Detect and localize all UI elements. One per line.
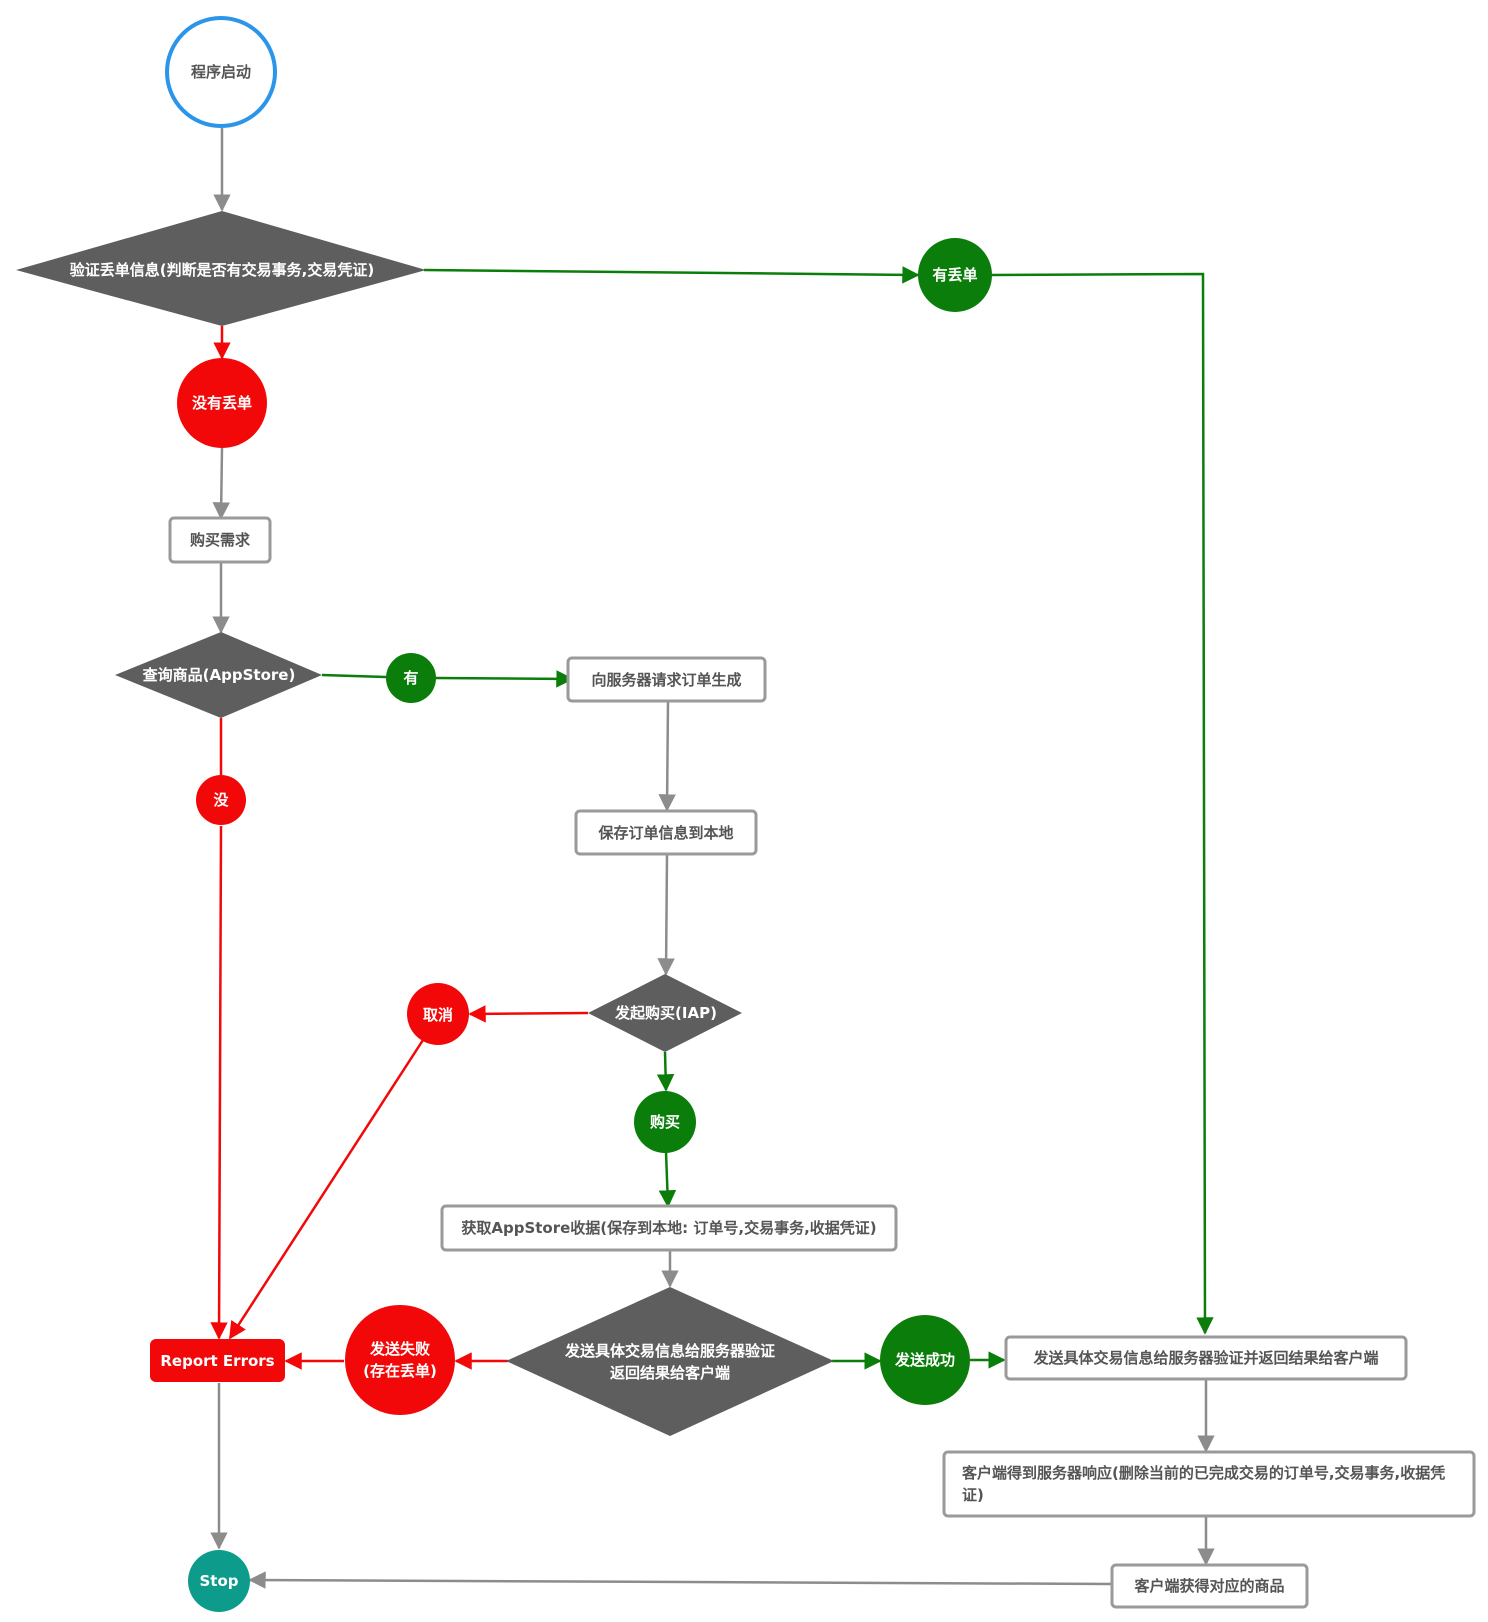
- edge-cancel-to-report: [228, 1039, 425, 1340]
- save-order-label: 保存订单信息到本地: [598, 824, 734, 842]
- report-errors-label: Report Errors: [160, 1352, 275, 1370]
- no-lost-node-label: 没有丢单: [191, 394, 252, 412]
- client-goods-box-shape: [1110, 1563, 1309, 1609]
- send-verify-return-box-shape: [1004, 1335, 1408, 1381]
- edge-request-to-save: [658, 701, 676, 812]
- cancel-node-shape: [407, 983, 469, 1045]
- send-verify-decision-label-line1: 发送具体交易信息给服务器验证: [564, 1342, 775, 1360]
- client-response-label: 客户端得到服务器响应(删除当前的已完成交易的订单号,交易事务,收据凭证): [962, 1464, 1446, 1504]
- initiate-decision-label: 发起购买(IAP): [615, 1004, 717, 1022]
- receipt-label: 获取AppStore收据(保存到本地: 订单号,交易事务,收据凭证): [461, 1219, 877, 1237]
- initiate-decision-shape: [588, 974, 742, 1052]
- has-lost-node-shape: [918, 238, 992, 312]
- no-lost-node-shape: [177, 358, 267, 448]
- edge-nolost-to-need: [212, 447, 230, 520]
- edge-save-to-initiate: [657, 854, 675, 976]
- buy-node-label: 购买: [649, 1113, 680, 1131]
- stop-node-shape: [188, 1550, 250, 1612]
- connectors: [210, 128, 1215, 1589]
- client-goods-label: 客户端获得对应的商品: [1134, 1577, 1285, 1595]
- send-fail-node-label-line1: 发送失败: [369, 1340, 430, 1358]
- client-response-box-shape: [942, 1450, 1476, 1518]
- send-verify-decision-shape: [506, 1287, 834, 1436]
- verify-decision-label: 验证丢单信息(判断是否有交易事务,交易凭证): [69, 261, 375, 279]
- purchase-need-box-shape: [168, 516, 272, 564]
- start-node-shape: [165, 16, 277, 128]
- query-decision-label: 查询商品(AppStore): [142, 666, 296, 684]
- request-order-label: 向服务器请求订单生成: [591, 671, 742, 689]
- send-success-node-label: 发送成功: [894, 1351, 955, 1369]
- edge-verify-to-haslost: [423, 266, 920, 284]
- save-order-box-shape: [574, 809, 758, 856]
- edge-initiate-to-buy: [656, 1051, 675, 1092]
- send-fail-node-shape: [345, 1305, 455, 1415]
- verify-decision-shape: [16, 211, 426, 326]
- send-fail-node-label-line2: (存在丢单): [363, 1362, 437, 1380]
- no-node-shape: [196, 775, 246, 825]
- buy-node-shape: [634, 1091, 696, 1153]
- edge-no-to-report: [210, 825, 228, 1340]
- yes-node-label: 有: [403, 669, 419, 687]
- receipt-box-shape: [440, 1204, 898, 1252]
- no-node-label: 没: [213, 791, 229, 809]
- has-lost-node-label: 有丢单: [932, 266, 978, 284]
- report-errors-box-shape: [150, 1339, 285, 1382]
- send-verify-decision-label-line2: 返回结果给客户端: [609, 1364, 730, 1382]
- start-node-label: 程序启动: [190, 63, 251, 81]
- query-decision-shape: [115, 632, 322, 718]
- edge-initiate-to-cancel: [468, 1005, 589, 1023]
- send-success-node-shape: [880, 1315, 970, 1405]
- yes-node-shape: [386, 653, 436, 703]
- request-order-box-shape: [566, 656, 767, 703]
- send-verify-return-label: 发送具体交易信息给服务器验证并返回结果给客户端: [1033, 1349, 1379, 1367]
- edge-query-to-yes: [321, 673, 387, 679]
- edge-haslost-to-sendverify: [991, 272, 1214, 1335]
- shapes: [16, 16, 1476, 1612]
- edge-goods-to-stop: [248, 1571, 1112, 1589]
- edge-buy-to-receipt: [658, 1151, 677, 1208]
- edge-yes-to-request: [435, 670, 574, 688]
- cancel-node-label: 取消: [422, 1006, 453, 1024]
- purchase-need-label: 购买需求: [189, 531, 250, 549]
- stop-node-label: Stop: [199, 1572, 239, 1590]
